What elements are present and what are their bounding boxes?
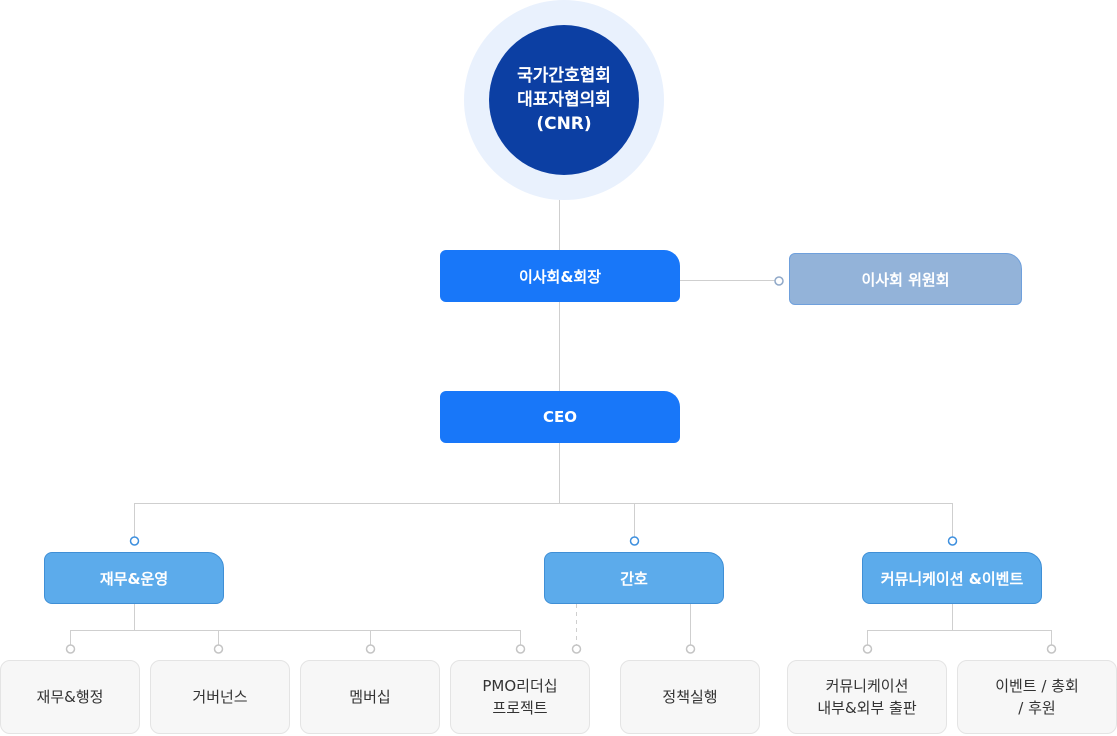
board-label: 이사회&회장: [518, 267, 602, 286]
department-label: 간호: [620, 569, 648, 588]
root-line-1: 국가간호협회: [517, 66, 611, 86]
board-node: 이사회&회장: [440, 250, 680, 302]
department-nursing: 간호: [544, 552, 724, 604]
committee-label: 이사회 위원회: [861, 270, 950, 289]
department-label: 재무&운영: [99, 569, 169, 588]
unit-events-assembly-sponsorship: 이벤트 / 총회 / 후원: [957, 660, 1117, 734]
unit-communication-publishing: 커뮤니케이션 내부&외부 출판: [787, 660, 947, 734]
unit-finance-admin: 재무&행정: [0, 660, 140, 734]
committee-node: 이사회 위원회: [789, 253, 1022, 305]
ceo-node: CEO: [440, 391, 680, 443]
unit-governance: 거버넌스: [150, 660, 290, 734]
root-line-3: (CNR): [536, 114, 592, 134]
unit-membership: 멤버십: [300, 660, 440, 734]
unit-policy-implementation: 정책실행: [620, 660, 760, 734]
root-node: 국가간호협회 대표자협의회 (CNR): [489, 25, 639, 175]
department-label: 커뮤니케이션 &이벤트: [880, 569, 1024, 588]
root-line-2: 대표자협의회: [517, 90, 611, 110]
unit-pmo-leadership-project: PMO리더십 프로젝트: [450, 660, 590, 734]
ceo-label: CEO: [542, 408, 577, 426]
department-communication-events: 커뮤니케이션 &이벤트: [862, 552, 1042, 604]
department-finance-operations: 재무&운영: [44, 552, 224, 604]
